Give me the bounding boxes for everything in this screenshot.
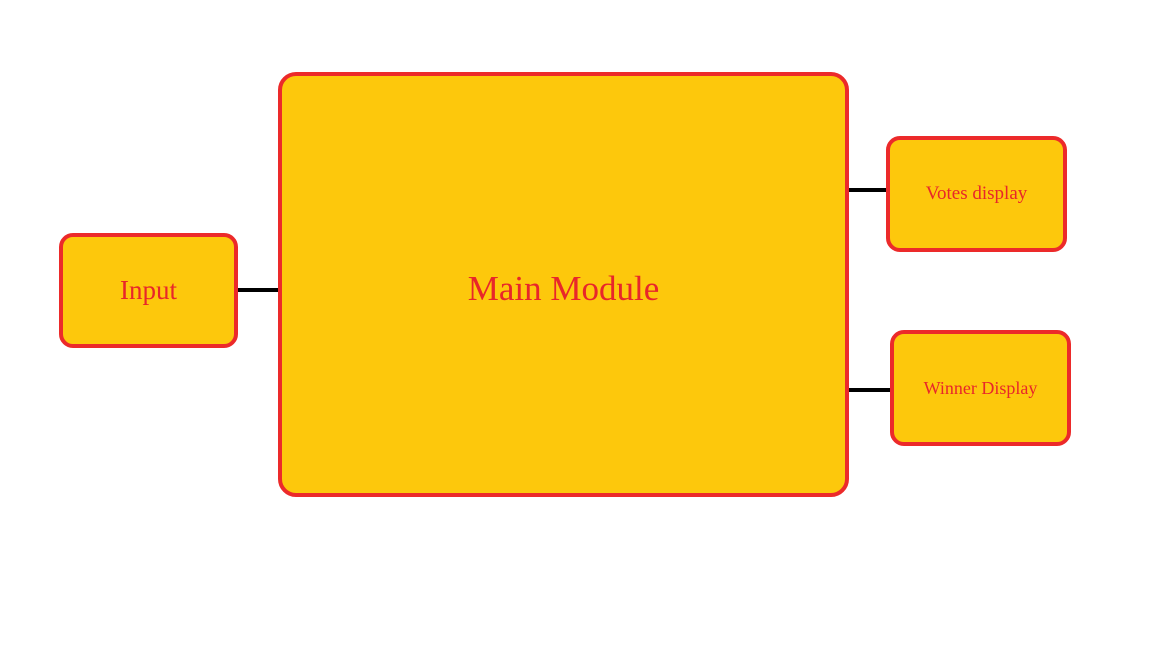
connector-input-main — [236, 288, 282, 292]
winner-display-node: Winner Display — [890, 330, 1071, 446]
main-module-node: Main Module — [278, 72, 849, 497]
connector-main-winner-display — [846, 388, 894, 392]
input-node-label: Input — [120, 275, 177, 305]
main-module-node-label: Main Module — [467, 269, 660, 308]
input-node: Input — [59, 233, 238, 348]
connector-main-votes-display — [846, 188, 890, 192]
winner-display-node-label: Winner Display — [923, 377, 1038, 398]
votes-display-node-label: Votes display — [925, 183, 1028, 204]
votes-display-node: Votes display — [886, 136, 1067, 252]
